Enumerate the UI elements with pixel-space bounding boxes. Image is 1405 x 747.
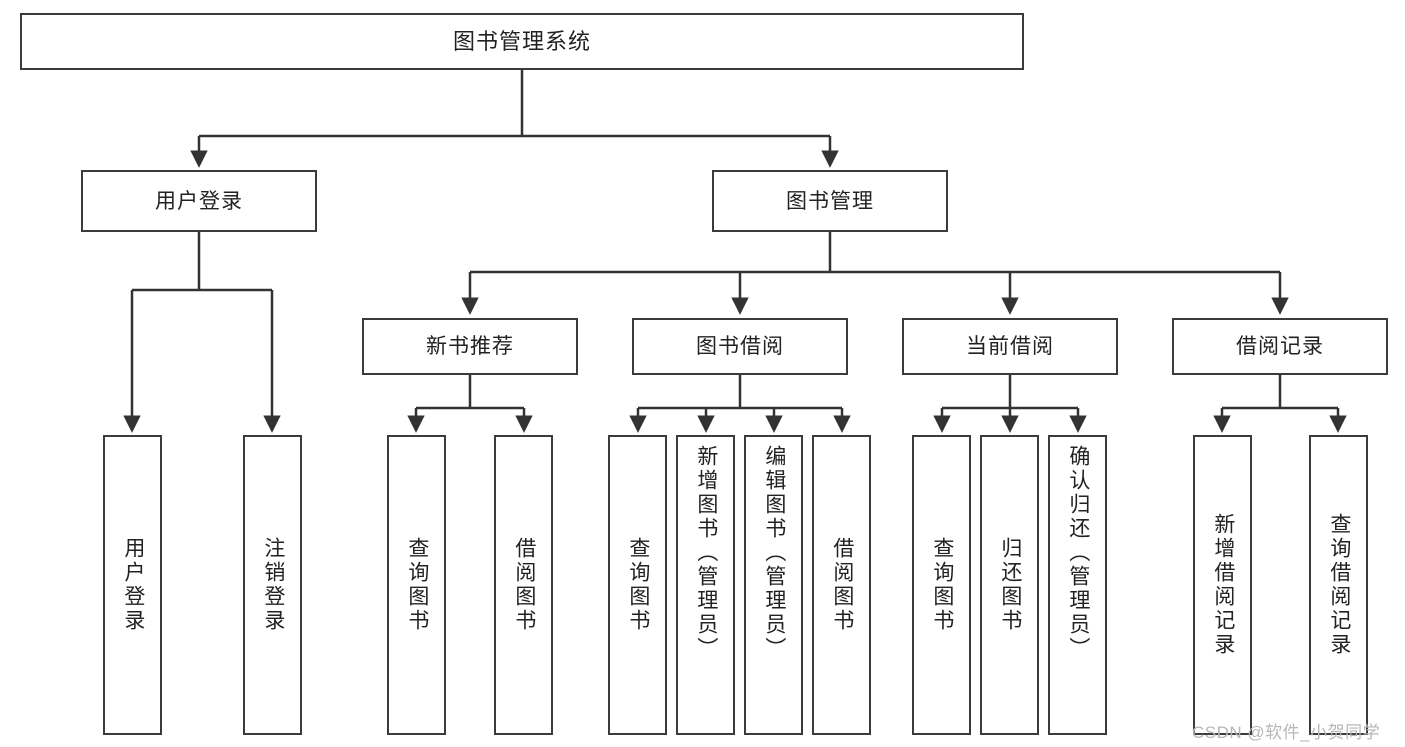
node-leaf-borrow-edit-label: 编辑图书（管理员） [762, 445, 786, 661]
node-leaf-cur-return[interactable]: 归还图书 [980, 435, 1039, 735]
node-leaf-cur-query[interactable]: 查询图书 [912, 435, 971, 735]
node-leaf-user-logout[interactable]: 注销登录 [243, 435, 302, 735]
node-book-borrow[interactable]: 图书借阅 [632, 318, 848, 375]
node-book-manage[interactable]: 图书管理 [712, 170, 948, 232]
node-leaf-rec-borrow[interactable]: 借阅图书 [494, 435, 553, 735]
node-borrow-record[interactable]: 借阅记录 [1172, 318, 1388, 375]
node-root[interactable]: 图书管理系统 [20, 13, 1024, 70]
node-leaf-borrow-query[interactable]: 查询图书 [608, 435, 667, 735]
node-book-manage-label: 图书管理 [786, 189, 874, 213]
node-leaf-borrow-add[interactable]: 新增图书（管理员） [676, 435, 735, 735]
node-leaf-cur-confirm[interactable]: 确认归还（管理员） [1048, 435, 1107, 735]
node-current-borrow[interactable]: 当前借阅 [902, 318, 1118, 375]
node-user-login[interactable]: 用户登录 [81, 170, 317, 232]
node-leaf-rec-search-label: 查询借阅记录 [1327, 513, 1351, 657]
node-leaf-rec-query-label: 查询图书 [405, 537, 429, 633]
node-leaf-user-logout-label: 注销登录 [261, 537, 285, 633]
node-leaf-rec-add[interactable]: 新增借阅记录 [1193, 435, 1252, 735]
node-leaf-borrow-query-label: 查询图书 [626, 537, 650, 633]
node-leaf-borrow-edit[interactable]: 编辑图书（管理员） [744, 435, 803, 735]
node-leaf-borrow-add-label: 新增图书（管理员） [694, 445, 718, 661]
node-leaf-user-login[interactable]: 用户登录 [103, 435, 162, 735]
node-current-borrow-label: 当前借阅 [966, 335, 1054, 358]
watermark-text: CSDN @软件_小贺同学 [1192, 723, 1381, 742]
node-leaf-user-login-label: 用户登录 [121, 537, 145, 633]
node-new-book-rec[interactable]: 新书推荐 [362, 318, 578, 375]
node-new-book-rec-label: 新书推荐 [426, 335, 514, 358]
node-leaf-cur-query-label: 查询图书 [930, 537, 954, 633]
node-borrow-record-label: 借阅记录 [1236, 335, 1324, 358]
node-leaf-borrow-do-label: 借阅图书 [830, 537, 854, 633]
node-root-label: 图书管理系统 [452, 28, 591, 54]
node-leaf-rec-borrow-label: 借阅图书 [512, 537, 536, 633]
node-book-borrow-label: 图书借阅 [696, 335, 784, 358]
node-leaf-cur-return-label: 归还图书 [998, 537, 1022, 633]
node-leaf-rec-search[interactable]: 查询借阅记录 [1309, 435, 1368, 735]
node-leaf-rec-add-label: 新增借阅记录 [1211, 513, 1235, 657]
node-leaf-rec-query[interactable]: 查询图书 [387, 435, 446, 735]
node-leaf-borrow-do[interactable]: 借阅图书 [812, 435, 871, 735]
node-user-login-label: 用户登录 [155, 189, 243, 213]
node-leaf-cur-confirm-label: 确认归还（管理员） [1066, 445, 1090, 661]
